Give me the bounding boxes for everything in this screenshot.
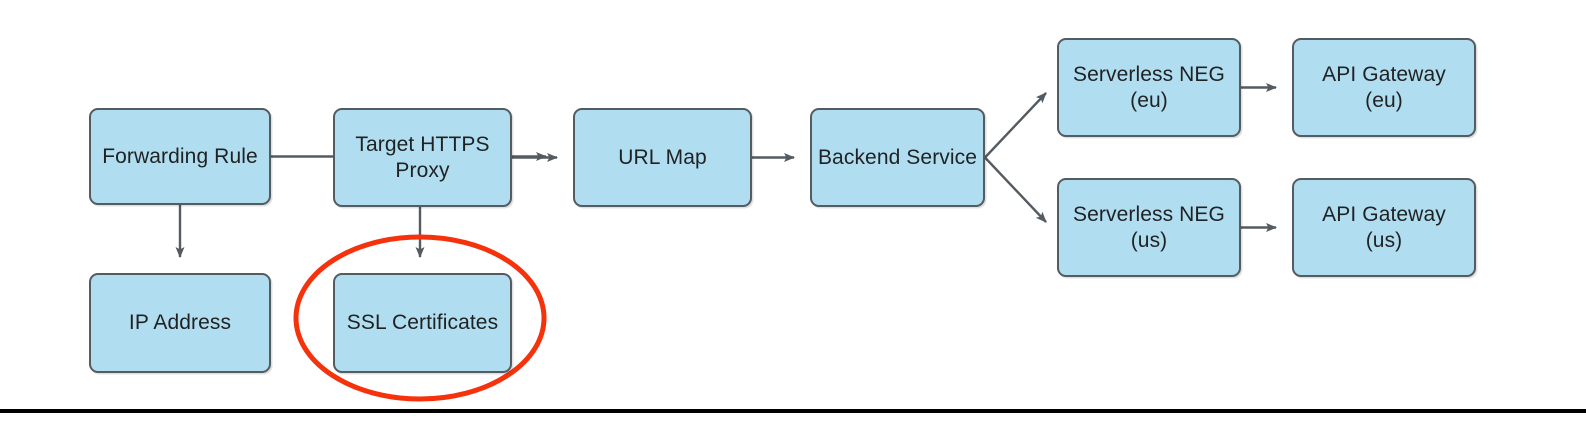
node-label-api-gateway-eu: API Gateway (eu): [1322, 62, 1446, 112]
node-serverless-neg-us[interactable]: Serverless NEG (us): [1057, 178, 1241, 277]
node-label-ssl-certificates: SSL Certificates: [346, 311, 499, 334]
node-api-gateway-us[interactable]: API Gateway (us): [1292, 178, 1476, 277]
node-api-gateway-eu[interactable]: API Gateway (eu): [1292, 38, 1476, 137]
node-ip-address[interactable]: IP Address: [89, 273, 271, 373]
node-serverless-neg-eu[interactable]: Serverless NEG (eu): [1057, 38, 1241, 137]
node-label-target-https-proxy: Target HTTPS Proxy: [355, 132, 490, 182]
node-label-backend-service: Backend Service: [817, 145, 978, 169]
node-forwarding-rule[interactable]: Forwarding Rule: [89, 108, 271, 205]
edge-backend-service-to-serverless-neg-us: [984, 156, 1047, 223]
node-ssl-certificates[interactable]: SSL Certificates: [333, 273, 512, 373]
node-label-ip-address: IP Address: [128, 311, 232, 334]
bottom-rule: [0, 409, 1586, 413]
node-target-https-proxy[interactable]: Target HTTPS Proxy: [333, 108, 512, 207]
edge-backend-service-to-serverless-neg-eu: [984, 92, 1047, 159]
node-label-url-map: URL Map: [618, 145, 707, 169]
node-backend-service[interactable]: Backend Service: [810, 108, 985, 207]
node-url-map[interactable]: URL Map: [573, 108, 752, 207]
node-label-api-gateway-us: API Gateway (us): [1322, 202, 1446, 252]
node-label-serverless-neg-us: Serverless NEG (us): [1073, 202, 1225, 252]
node-label-serverless-neg-eu: Serverless NEG (eu): [1073, 62, 1225, 112]
node-label-forwarding-rule: Forwarding Rule: [102, 144, 258, 168]
